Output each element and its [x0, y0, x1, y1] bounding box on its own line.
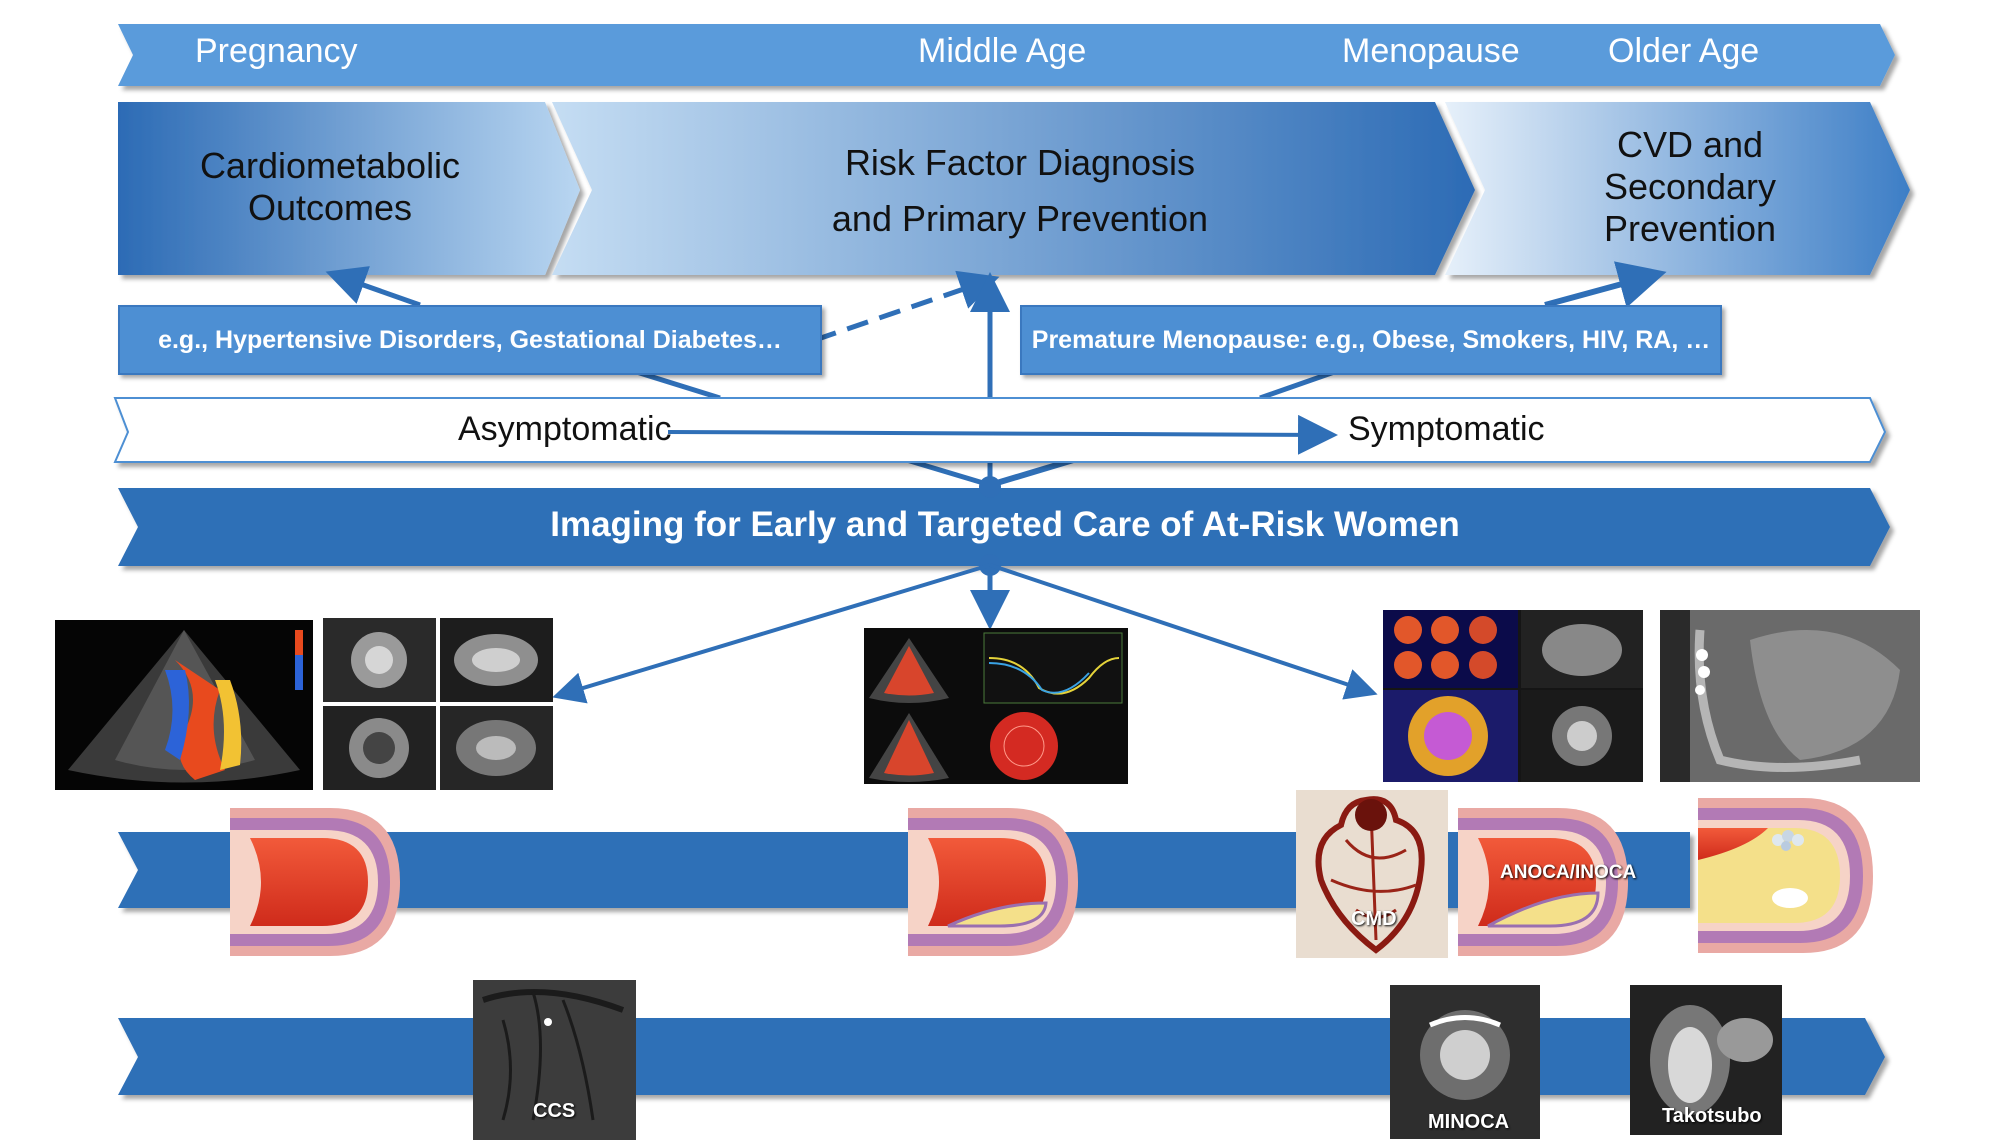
- risk-factor-chevron: [552, 102, 1475, 275]
- life-stage-band: [118, 24, 1895, 86]
- phase-cvd: CVD and Secondary Prevention: [1540, 124, 1840, 250]
- takotsubo-caption: Takotsubo: [1662, 1105, 1762, 1127]
- healthy-artery-illustration: [230, 808, 400, 956]
- phase-cardiometabolic: Cardiometabolic Outcomes: [150, 145, 510, 229]
- phase-cardiometabolic-line2: Outcomes: [247, 187, 413, 228]
- early-plaque-artery-illustration: [908, 808, 1078, 956]
- minoca-caption: MINOCA: [1428, 1111, 1510, 1133]
- stage-pregnancy: Pregnancy: [195, 32, 358, 70]
- bottom-band: [118, 1018, 1885, 1095]
- cardiac-mri-grid-image: [323, 618, 553, 790]
- inoca-artery-illustration: [1458, 808, 1628, 956]
- phase-risk-factor: Risk Factor Diagnosis and Primary Preven…: [740, 135, 1300, 247]
- cmd-caption: CMD: [1351, 908, 1397, 930]
- cvd-chevron: [1445, 102, 1910, 275]
- ccs-caption: CCS: [533, 1100, 576, 1122]
- symptom-band: [113, 397, 1887, 463]
- ccs-angiogram-image: CCS: [473, 980, 636, 1140]
- spect-perfusion-image: [1383, 610, 1643, 782]
- main-banner-shape: [118, 488, 1890, 566]
- phase-risk-factor-line1: Risk Factor Diagnosis: [844, 142, 1196, 183]
- menopause-examples-box: Premature Menopause: e.g., Obese, Smoker…: [1020, 305, 1722, 375]
- stage-menopause: Menopause: [1342, 32, 1520, 70]
- asymptomatic-to-symptomatic-arrow: [667, 414, 1338, 455]
- phase-risk-factor-line2: and Primary Prevention: [831, 198, 1209, 239]
- cmd-heart-cast-image: CMD: [1296, 790, 1448, 958]
- coronary-ct-image: [1660, 610, 1920, 782]
- phase-cvd-line2: Secondary: [1603, 166, 1777, 207]
- echo-doppler-image: [55, 620, 313, 790]
- symptomatic-label: Symptomatic: [1348, 410, 1545, 448]
- stage-older-age: Older Age: [1608, 32, 1760, 70]
- strain-echo-image: [864, 628, 1128, 784]
- minoca-mri-image: MINOCA: [1390, 985, 1540, 1139]
- main-banner-title: Imaging for Early and Targeted Care of A…: [550, 505, 1460, 544]
- stage-middle-age: Middle Age: [918, 32, 1087, 70]
- advanced-plaque-artery-illustration: [1698, 798, 1873, 953]
- takotsubo-mri-image: Takotsubo: [1630, 985, 1782, 1135]
- phase-cardiometabolic-line1: Cardiometabolic: [199, 145, 461, 186]
- cardiometabolic-chevron: [118, 102, 580, 275]
- pregnancy-examples-box: e.g., Hypertensive Disorders, Gestationa…: [118, 305, 822, 375]
- asymptomatic-label: Asymptomatic: [458, 410, 672, 448]
- phase-cvd-line1: CVD and: [1616, 124, 1764, 165]
- anoca-caption: ANOCA/INOCA: [1500, 862, 1637, 883]
- phase-cvd-line3: Prevention: [1603, 208, 1777, 249]
